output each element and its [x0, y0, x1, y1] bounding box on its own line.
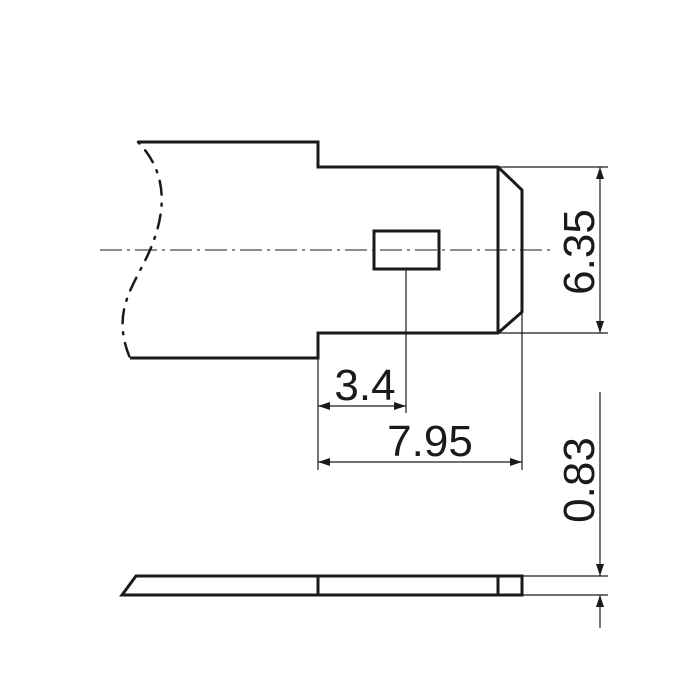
dim-thickness: 0.83: [522, 392, 608, 628]
dim-text-tab-width: 6.35: [555, 209, 604, 295]
arrow-bottom: [596, 321, 604, 333]
dim-tab-length: 7.95: [318, 312, 523, 470]
dim-text-hole-offset: 3.4: [334, 361, 395, 410]
arrow-left: [318, 458, 330, 466]
side-profile-outline: [119, 574, 524, 597]
dim-hole-offset: 3.4: [317, 269, 407, 470]
arrow-bottom: [596, 595, 604, 607]
side-view: [119, 574, 524, 597]
dim-tab-width: 6.35: [498, 166, 608, 334]
top-view: [100, 140, 555, 360]
arrow-right: [510, 458, 522, 466]
dim-text-thickness: 0.83: [555, 437, 604, 523]
arrow-top: [596, 564, 604, 576]
arrow-right: [394, 402, 406, 410]
arrow-left: [318, 402, 330, 410]
dim-text-tab-length: 7.95: [387, 417, 473, 466]
arrow-top: [596, 167, 604, 179]
